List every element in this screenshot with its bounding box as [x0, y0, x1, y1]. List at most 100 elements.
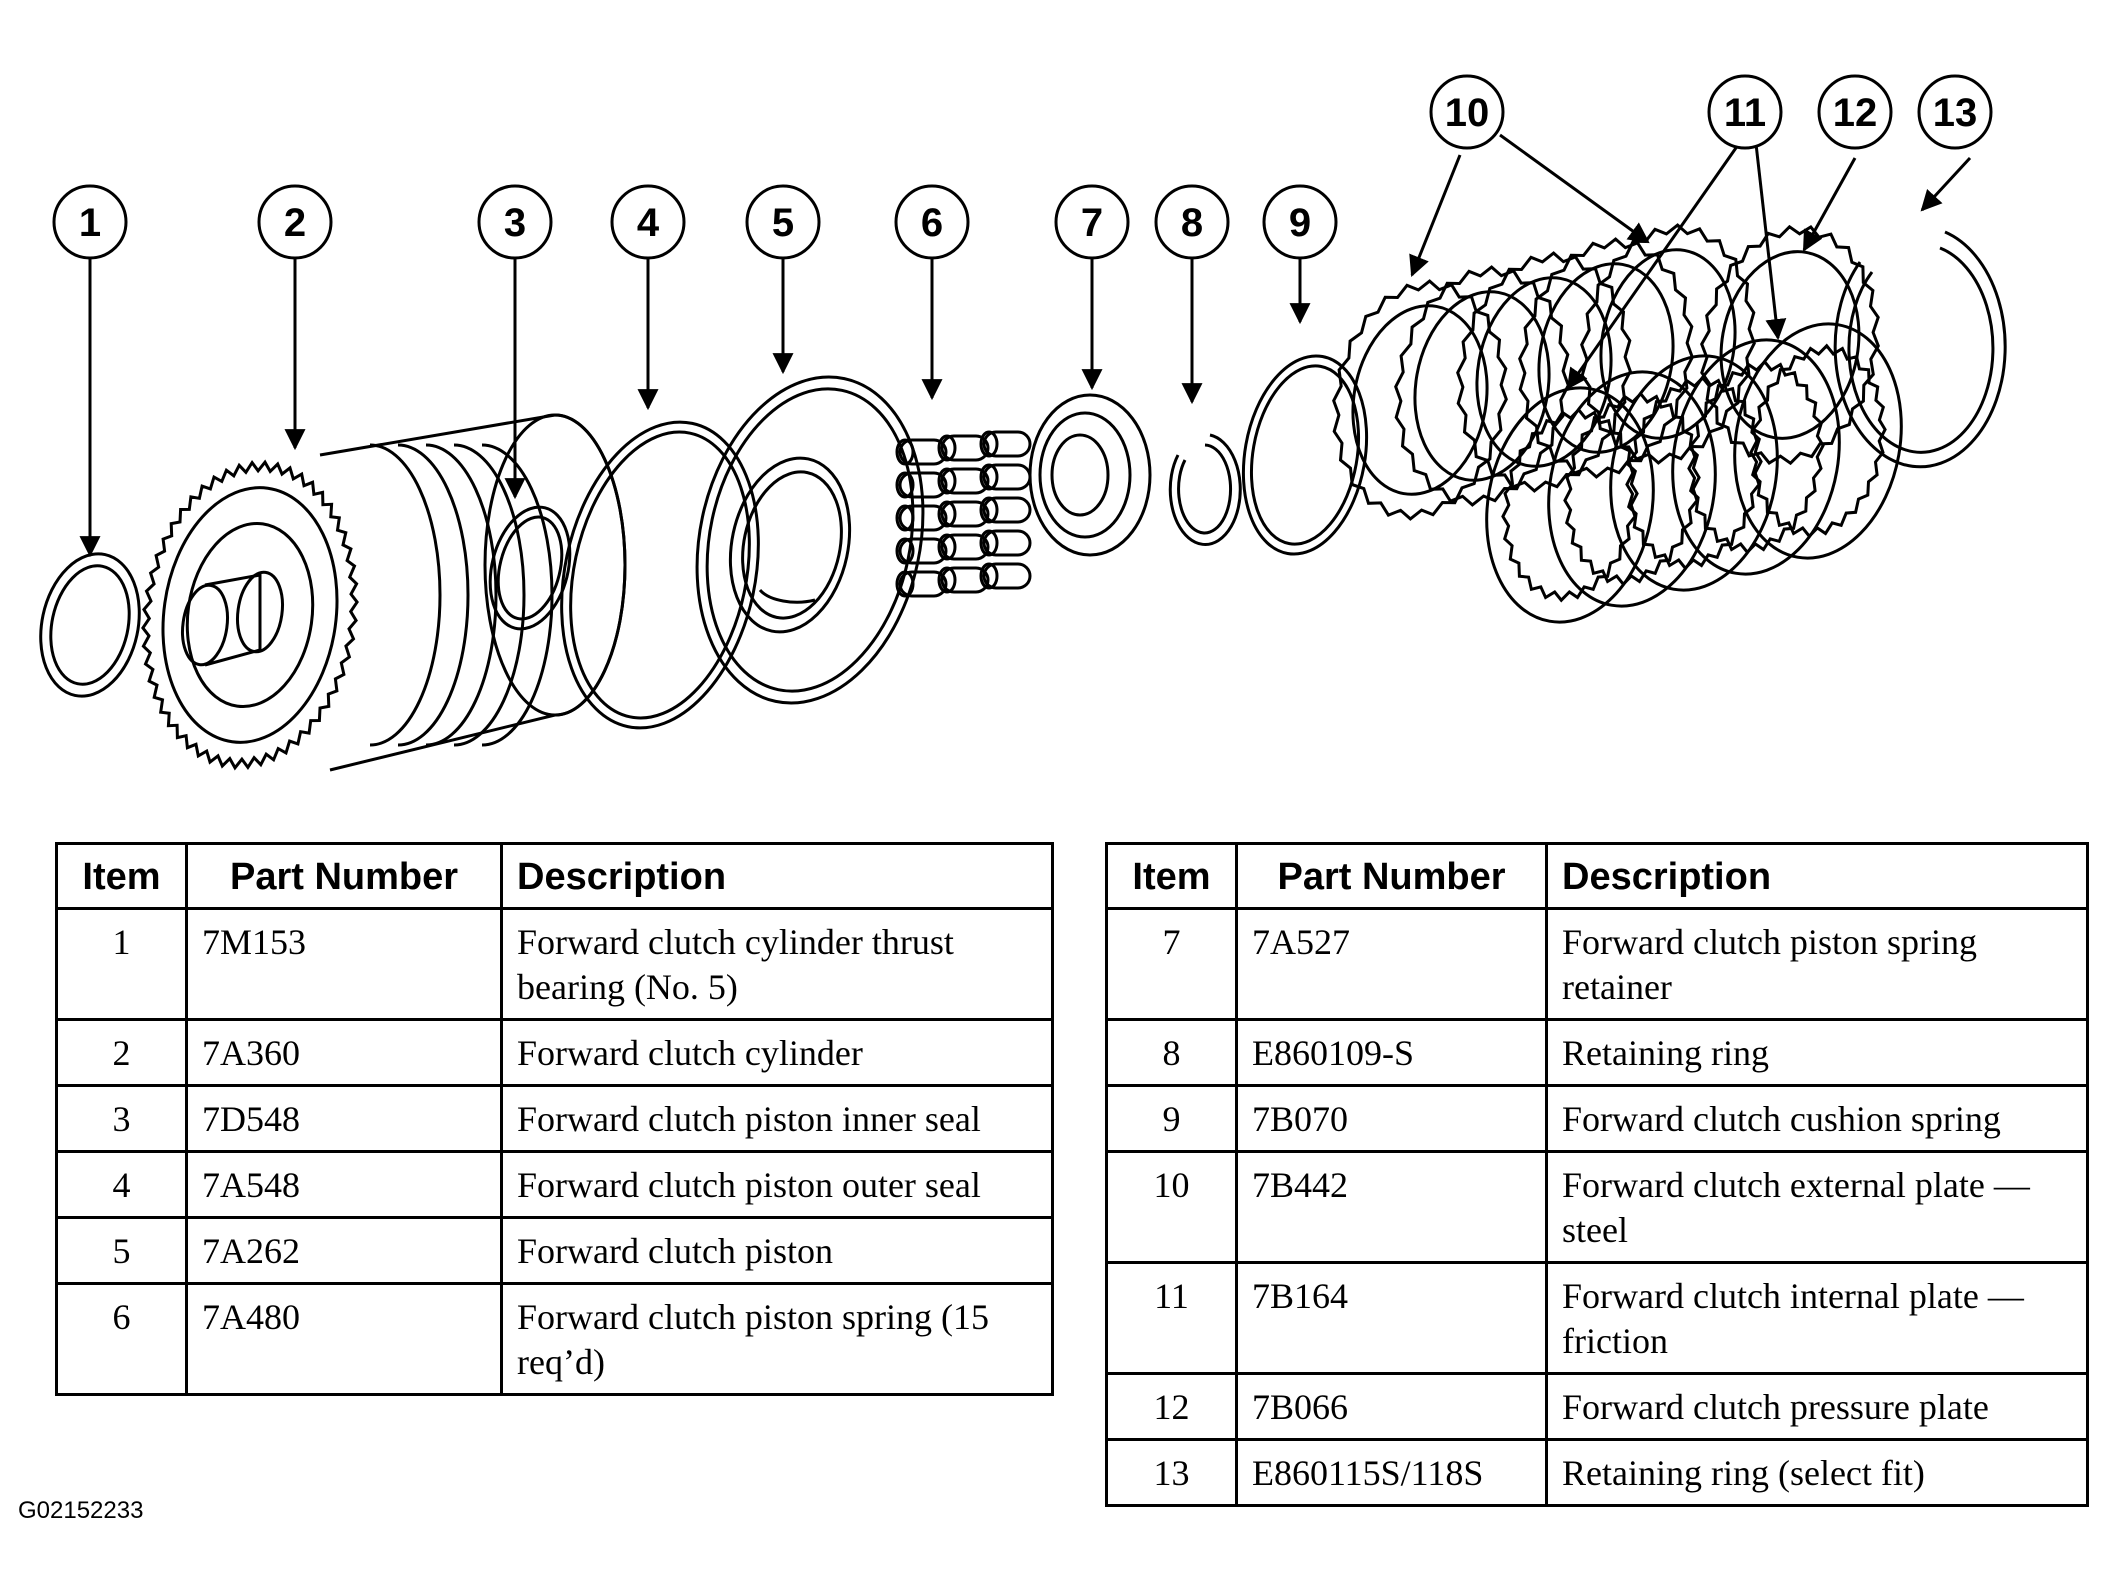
table-header-row: Item Part Number Description [55, 842, 1054, 910]
item-cell: 13 [1105, 1438, 1238, 1507]
callout-circle [1917, 74, 1993, 150]
select-ring-part [1833, 230, 2007, 469]
callout-number: 6 [921, 201, 943, 245]
callout-number: 4 [637, 201, 660, 245]
callout-number: 7 [1081, 201, 1103, 245]
inner-seal-part [488, 505, 572, 631]
callout-circle [1707, 74, 1783, 150]
item-cell: 12 [1105, 1372, 1238, 1441]
leader-arrow [1753, 134, 1787, 341]
description-cell: Retaining ring (select fit) [1545, 1438, 2089, 1507]
item-cell: 4 [55, 1150, 188, 1219]
description-cell: Forward clutch cylinder [500, 1018, 1054, 1087]
callout-circle [1262, 184, 1338, 260]
item-cell: 5 [55, 1216, 188, 1285]
item-cell: 9 [1105, 1084, 1238, 1153]
description-cell: Forward clutch piston spring retainer [1545, 907, 2089, 1021]
callout-circle [745, 184, 821, 260]
part-number-cell: 7A527 [1235, 907, 1548, 1021]
description-cell: Retaining ring [1545, 1018, 2089, 1087]
callout-number: 3 [504, 201, 526, 245]
item-cell: 11 [1105, 1261, 1238, 1375]
description-cell: Forward clutch piston inner seal [500, 1084, 1054, 1153]
thrust-bearing-part [39, 552, 141, 698]
item-cell: 1 [55, 907, 188, 1021]
retaining-ring-part [1168, 433, 1242, 546]
clutch-pack-part [1332, 223, 1903, 624]
callout-circle [477, 184, 553, 260]
leader-arrow [1566, 134, 1747, 390]
item-cell: 2 [55, 1018, 188, 1087]
item-cell: 10 [1105, 1150, 1238, 1264]
callout-number: 11 [1724, 91, 1766, 135]
outer-seal-part [560, 420, 760, 730]
callout-circle [894, 184, 970, 260]
callout-circle [52, 184, 128, 260]
leader-arrow [1802, 157, 1857, 252]
header-description: Description [500, 842, 1054, 910]
item-cell: 7 [1105, 907, 1238, 1021]
header-part-number: Part Number [185, 842, 503, 910]
description-cell: Forward clutch internal plate — friction [1545, 1261, 2089, 1375]
part-number-cell: 7B070 [1235, 1084, 1548, 1153]
callout-number: 5 [772, 201, 794, 245]
callout-circle [610, 184, 686, 260]
callout-number: 12 [1833, 91, 1878, 135]
leader-arrow [1409, 154, 1462, 277]
item-cell: 6 [55, 1282, 188, 1396]
header-item: Item [1105, 842, 1238, 910]
part-number-cell: 7A480 [185, 1282, 503, 1396]
callout-circle [1817, 74, 1893, 150]
part-number-cell: 7A548 [185, 1150, 503, 1219]
clutch-cylinder-part [141, 413, 627, 772]
part-number-cell: 7B066 [1235, 1372, 1548, 1441]
callout-number: 8 [1181, 201, 1203, 245]
figure-code: G02152233 [18, 1497, 144, 1524]
header-item: Item [55, 842, 188, 910]
callout-circle [257, 184, 333, 260]
header-part-number: Part Number [1235, 842, 1548, 910]
item-cell: 8 [1105, 1018, 1238, 1087]
description-cell: Forward clutch external plate — steel [1545, 1150, 2089, 1264]
header-description: Description [1545, 842, 2089, 910]
callout-number: 2 [284, 201, 306, 245]
cushion-spring-part [1241, 354, 1369, 556]
description-cell: Forward clutch cylinder thrust bearing (… [500, 907, 1054, 1021]
part-number-cell: 7B442 [1235, 1150, 1548, 1264]
description-cell: Forward clutch pressure plate [1545, 1372, 2089, 1441]
table-header-row: Item Part Number Description [1105, 842, 2089, 910]
spring-retainer-part [1028, 393, 1152, 557]
part-number-cell: 7D548 [185, 1084, 503, 1153]
part-number-cell: 7A360 [185, 1018, 503, 1087]
item-cell: 3 [55, 1084, 188, 1153]
part-number-cell: 7B164 [1235, 1261, 1548, 1375]
callout-number: 1 [79, 201, 101, 245]
callout-circle [1429, 74, 1505, 150]
callout-circle [1154, 184, 1230, 260]
part-number-cell: 7M153 [185, 907, 503, 1021]
part-number-cell: 7A262 [185, 1216, 503, 1285]
leader-arrow [1920, 156, 1972, 212]
leader-arrow [1499, 133, 1650, 244]
callout-number: 9 [1289, 201, 1311, 245]
callout-number: 13 [1933, 91, 1978, 135]
part-number-cell: E860109-S [1235, 1018, 1548, 1087]
description-cell: Forward clutch piston [500, 1216, 1054, 1285]
callout-circle [1054, 184, 1130, 260]
description-cell: Forward clutch piston spring (15 req’d) [500, 1282, 1054, 1396]
callout-number: 10 [1445, 91, 1490, 135]
